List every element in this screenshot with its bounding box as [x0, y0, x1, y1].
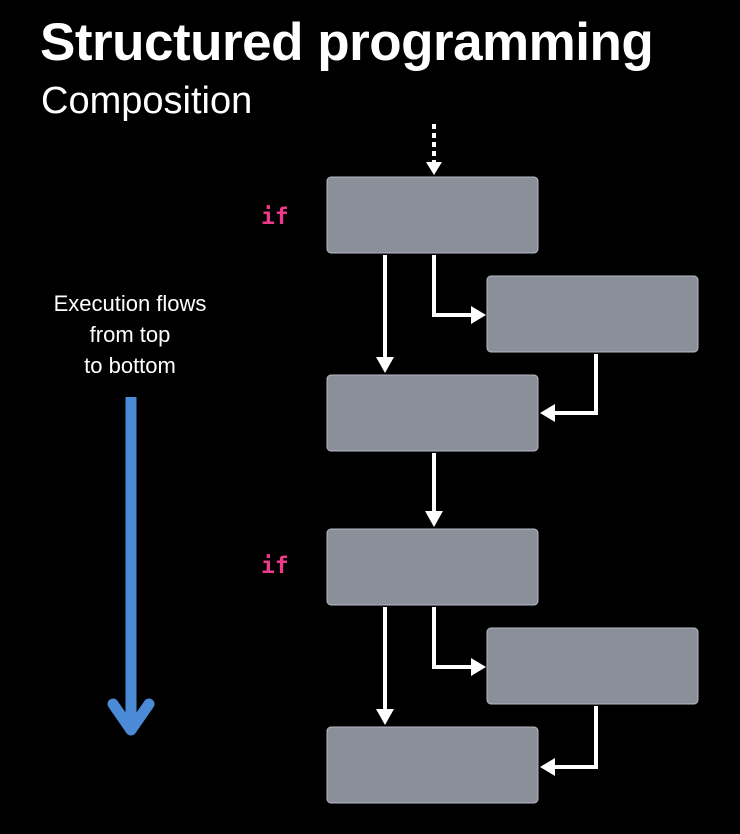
execution-direction-arrow: [107, 397, 155, 736]
connector-if-2-branch: [432, 607, 486, 676]
block-if-1: [326, 176, 539, 254]
if-keyword-1: if: [261, 204, 289, 230]
connector-then-2-merge: [540, 706, 598, 776]
connector-if-2-skip: [376, 607, 394, 725]
flow-label-line-2: from top: [89, 322, 171, 347]
block-then-2: [486, 627, 699, 705]
entry-arrow: [426, 124, 442, 175]
flow-label-line-3: to bottom: [84, 353, 176, 378]
block-merge-1: [326, 374, 539, 452]
connector-then-1-merge: [540, 354, 598, 422]
connector-sequence: [425, 453, 443, 527]
execution-flow-label: Execution flows from top to bottom: [20, 288, 240, 381]
slide-title: Structured programming: [40, 13, 654, 72]
block-if-2: [326, 528, 539, 606]
connector-if-1-skip: [376, 255, 394, 373]
block-merge-2: [326, 726, 539, 804]
connector-if-1-branch: [432, 255, 486, 324]
entry-arrow-head: [426, 162, 442, 175]
if-keyword-2: if: [261, 553, 289, 579]
slide-subtitle: Composition: [41, 80, 253, 122]
block-then-1: [486, 275, 699, 353]
flow-label-line-1: Execution flows: [53, 291, 207, 316]
execution-arrow-head: [107, 698, 155, 736]
